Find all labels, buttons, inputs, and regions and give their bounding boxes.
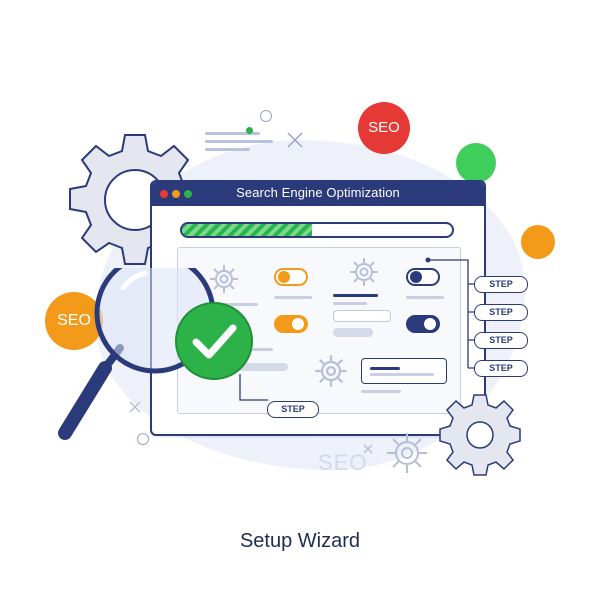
progress-fill <box>182 224 312 236</box>
step-connector-bottom <box>239 374 268 401</box>
orange-circle <box>521 225 555 259</box>
progress-bar <box>180 222 454 238</box>
text-line <box>274 296 312 299</box>
text-line <box>333 294 378 297</box>
decor-circle <box>260 110 272 122</box>
window-titlebar: Search Engine Optimization <box>152 182 484 206</box>
toggle-switch[interactable] <box>406 315 440 333</box>
decor-cross-icon <box>287 132 303 148</box>
toggle-switch[interactable] <box>406 268 440 286</box>
step-label: STEP <box>474 360 528 377</box>
toggle-knob <box>410 271 422 283</box>
text-box[interactable] <box>361 358 447 384</box>
toggle-knob <box>278 271 290 283</box>
decor-line <box>205 148 250 151</box>
seo-badge-red: SEO <box>358 102 410 154</box>
seo-badge-orange: SEO <box>45 292 103 350</box>
toggle-knob <box>424 318 436 330</box>
step-label: STEP <box>474 304 528 321</box>
seo-watermark: SEO <box>318 450 368 475</box>
gear-icon <box>387 433 427 473</box>
step-connectors <box>425 257 475 369</box>
check-icon <box>175 302 253 380</box>
toggle-switch[interactable] <box>274 268 308 286</box>
input-field[interactable] <box>333 310 391 322</box>
window-title: Search Engine Optimization <box>236 185 400 200</box>
decor-circle <box>137 433 149 445</box>
text-line <box>370 373 434 376</box>
decor-line <box>205 132 260 135</box>
text-line <box>361 390 401 393</box>
text-line <box>370 367 400 370</box>
text-line <box>238 363 288 371</box>
window-close-dot[interactable] <box>160 190 168 198</box>
decor-dot <box>246 127 253 134</box>
caption-title: Setup Wizard <box>239 530 361 552</box>
input-field[interactable] <box>333 328 373 337</box>
gear-icon <box>210 265 238 293</box>
gear-icon <box>439 394 521 476</box>
text-line <box>406 296 444 299</box>
green-circle <box>456 143 496 183</box>
toggle-switch[interactable] <box>274 315 308 333</box>
gear-icon <box>350 258 378 286</box>
decor-line <box>205 140 273 143</box>
window-maximize-dot[interactable] <box>184 190 192 198</box>
text-line <box>218 303 258 306</box>
text-line <box>333 302 367 305</box>
step-label: STEP <box>474 276 528 293</box>
decor-cross-icon <box>363 444 373 454</box>
step-label: STEP <box>474 332 528 349</box>
gear-icon <box>315 355 347 387</box>
toggle-knob <box>292 318 304 330</box>
window-minimize-dot[interactable] <box>172 190 180 198</box>
step-label: STEP <box>267 401 319 418</box>
decor-cross-icon <box>129 401 141 413</box>
